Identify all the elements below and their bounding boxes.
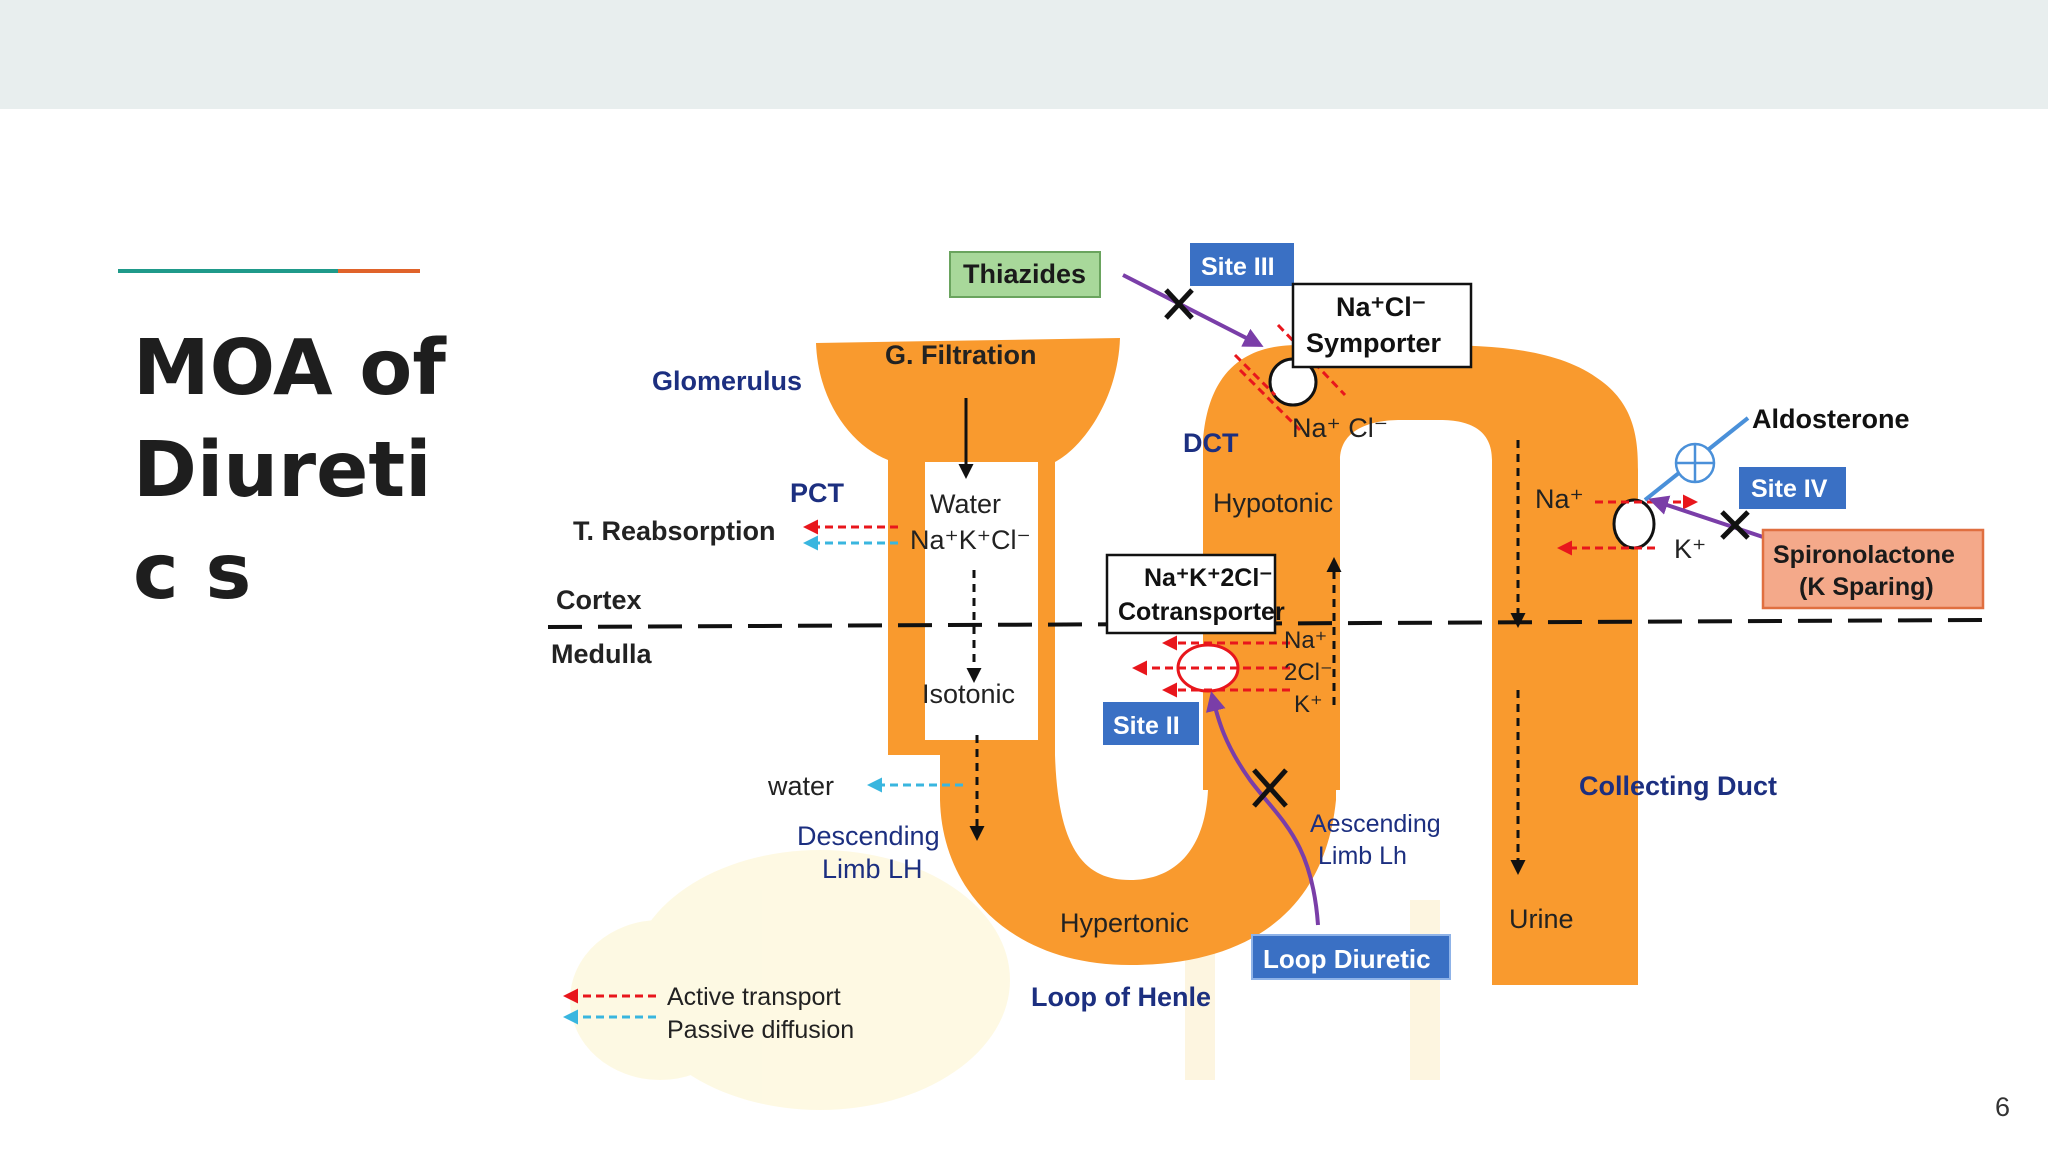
cotransporter-label-1: Na⁺K⁺2Cl⁻ <box>1144 564 1273 592</box>
site-ii-label: Site II <box>1113 712 1180 740</box>
pct-water-label: Water <box>930 489 1001 519</box>
collecting-duct-channel <box>1557 494 1698 556</box>
symporter-symbol <box>1233 323 1347 432</box>
loop-diuretic-box <box>1251 934 1451 980</box>
ascending-limb-label-1: Aescending <box>1310 810 1441 838</box>
accent-line-teal <box>118 269 338 273</box>
hypertonic-label: Hypertonic <box>1060 908 1189 938</box>
dct-ions-label: Na⁺ Cl⁻ <box>1292 413 1388 443</box>
site-iii-box <box>1190 243 1294 286</box>
symporter-box <box>1291 282 1473 369</box>
site-iii-label: Site III <box>1201 253 1275 281</box>
loop-of-henle-label: Loop of Henle <box>1031 982 1211 1012</box>
isotonic-label: Isotonic <box>922 679 1015 709</box>
glomerulus-label: Glomerulus <box>652 366 802 396</box>
dct-label: DCT <box>1183 428 1239 458</box>
legend-passive-label: Passive diffusion <box>667 1016 854 1044</box>
loop-diuretic-label: Loop Diuretic <box>1263 944 1431 974</box>
cortex-label: Cortex <box>556 585 642 615</box>
medulla-label: Medulla <box>551 639 652 669</box>
site-ii-block-x-icon <box>1252 768 1288 808</box>
symporter-label-2: Symporter <box>1306 328 1442 358</box>
site-iv-box <box>1739 467 1846 509</box>
site-iii-block-x-icon <box>1164 288 1194 320</box>
ascending-na-label: Na⁺ <box>1284 627 1327 654</box>
spironolactone-label-1: Spironolactone <box>1773 541 1955 569</box>
g-filtration-label: G. Filtration <box>885 340 1037 370</box>
cotransporter-label-2: Cotransporter <box>1118 598 1285 626</box>
spironolactone-label-2: (K Sparing) <box>1799 573 1934 601</box>
nephron-tubule <box>816 338 1638 985</box>
thiazides-label: Thiazides <box>963 259 1086 289</box>
thiazides-box <box>949 251 1101 298</box>
stimulate-plus-icon <box>1674 442 1716 484</box>
spironolactone-box <box>1761 528 1985 610</box>
thiazide-arrow <box>1122 273 1264 347</box>
loop-diuretic-arrow <box>1206 691 1320 926</box>
ascending-limb-label-2: Limb Lh <box>1318 842 1407 870</box>
ascending-k-label: K⁺ <box>1294 691 1323 718</box>
watermark <box>570 850 1440 1110</box>
site-ii-box <box>1103 702 1199 745</box>
top-band <box>0 0 2048 109</box>
slide-title: MOA of Diuretic s <box>133 324 473 617</box>
descending-limb-label-2: Limb LH <box>822 854 923 884</box>
spironolactone-arrow <box>1648 495 1773 542</box>
page-number: 6 <box>1995 1092 2011 1122</box>
symporter-label-1: Na⁺Cl⁻ <box>1336 292 1426 322</box>
urine-label: Urine <box>1509 904 1574 934</box>
pct-label: PCT <box>790 478 845 508</box>
collecting-duct-label: Collecting Duct <box>1579 771 1777 801</box>
collecting-k-label: K⁺ <box>1674 534 1706 564</box>
cotransporter-symbol <box>1132 635 1290 698</box>
t-reabsorption-label: T. Reabsorption <box>573 516 776 546</box>
descending-limb-label-1: Descending <box>797 821 940 851</box>
site-iv-label: Site IV <box>1751 475 1828 503</box>
descending-water-label: water <box>767 771 834 801</box>
collecting-na-label: Na⁺ <box>1535 484 1584 514</box>
site-iv-block-x-icon <box>1720 510 1750 540</box>
legend-active-label: Active transport <box>667 983 841 1011</box>
pct-ions-label: Na⁺K⁺Cl⁻ <box>910 525 1031 555</box>
ascending-cl-label: 2Cl⁻ <box>1284 659 1333 686</box>
accent-line-orange <box>338 269 420 273</box>
hypotonic-label: Hypotonic <box>1213 488 1333 518</box>
aldosterone-label: Aldosterone <box>1752 404 1910 434</box>
cotransporter-box <box>1105 553 1277 635</box>
